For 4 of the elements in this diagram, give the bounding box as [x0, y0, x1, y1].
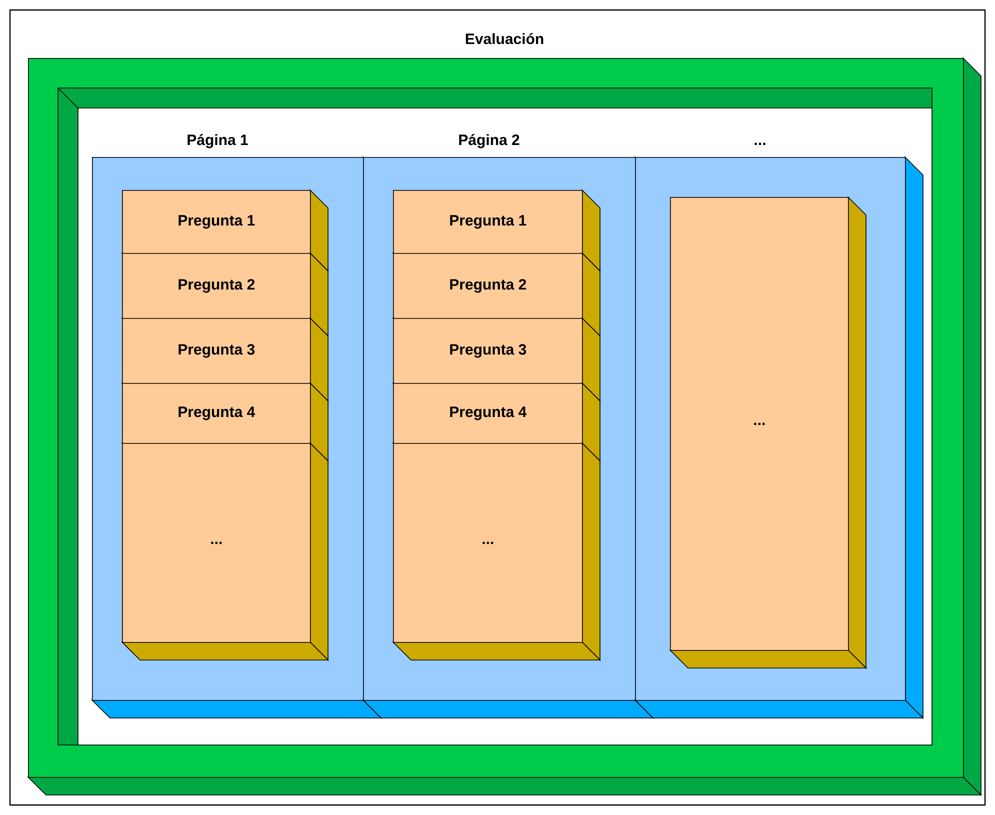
node-label: ...: [754, 142, 766, 146]
node-label: Página 2: [459, 134, 520, 148]
node-label: Evaluación: [466, 33, 544, 44]
node-label: Página 1: [188, 134, 248, 148]
